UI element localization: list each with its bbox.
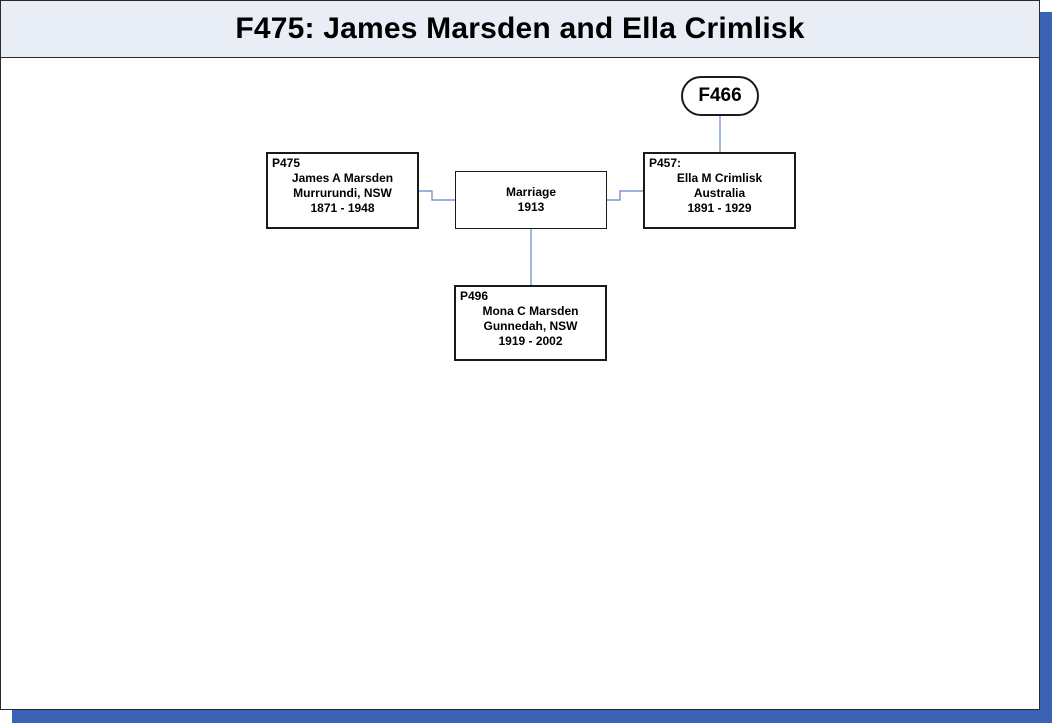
page-title: F475: James Marsden and Ella Crimlisk <box>235 12 805 45</box>
chart-page: F475: James Marsden and Ella Crimlisk F4… <box>0 0 1040 710</box>
wife-id: P457: <box>649 156 682 170</box>
child-id: P496 <box>460 289 489 303</box>
child-name: Mona C Marsden <box>482 304 579 318</box>
parent-family-label: F466 <box>698 85 742 106</box>
marriage-node[interactable]: Marriage 1913 <box>455 171 607 229</box>
marriage-label: Marriage <box>505 185 557 199</box>
marriage-year: 1913 <box>517 200 545 214</box>
child-years: 1919 - 2002 <box>498 334 563 348</box>
person-box-child[interactable]: P496 Mona C Marsden Gunnedah, NSW 1919 -… <box>454 285 607 361</box>
husband-place: Murrurundi, NSW <box>293 186 392 200</box>
child-place: Gunnedah, NSW <box>483 319 578 333</box>
person-box-husband[interactable]: P475 James A Marsden Murrurundi, NSW 187… <box>266 152 419 229</box>
husband-name: James A Marsden <box>291 171 394 185</box>
wife-place: Australia <box>693 186 746 200</box>
wife-years: 1891 - 1929 <box>687 201 752 215</box>
parent-family-node[interactable]: F466 <box>681 76 759 116</box>
connector-husband-marriage <box>418 190 455 201</box>
connector-marriage-wife <box>607 190 644 201</box>
title-bar: F475: James Marsden and Ella Crimlisk <box>1 1 1039 58</box>
husband-id: P475 <box>272 156 301 170</box>
wife-name: Ella M Crimlisk <box>676 171 763 185</box>
person-box-wife[interactable]: P457: Ella M Crimlisk Australia 1891 - 1… <box>643 152 796 229</box>
husband-years: 1871 - 1948 <box>310 201 375 215</box>
